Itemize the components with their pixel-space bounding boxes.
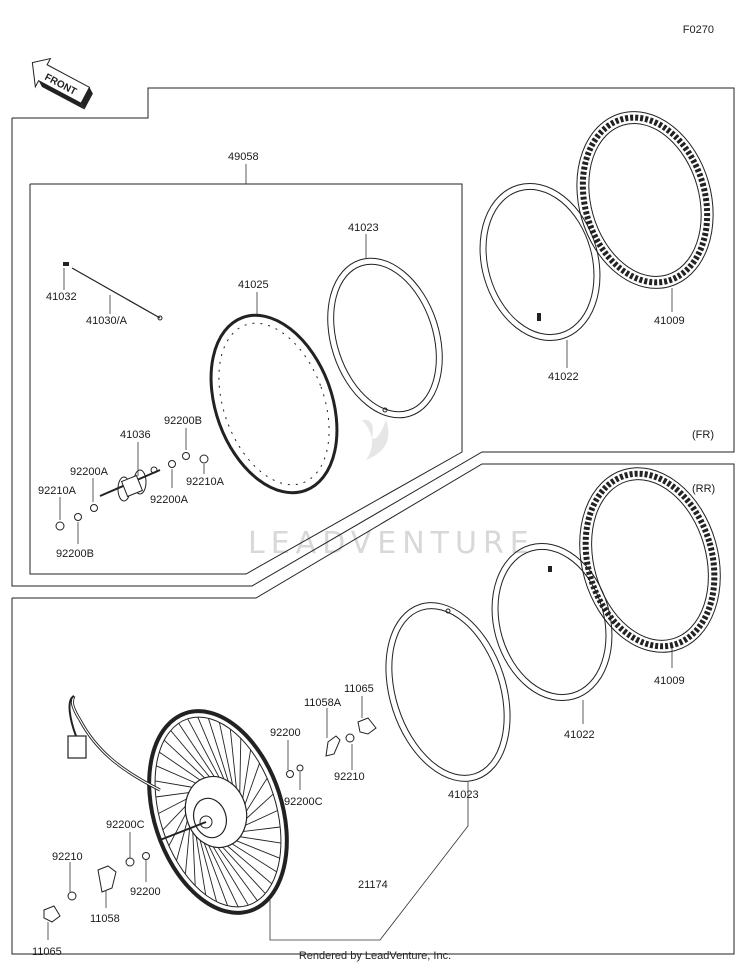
rear-section-frame (11, 463, 735, 955)
spoke-41030a (71, 267, 163, 321)
spoke (156, 765, 200, 786)
spoke (239, 738, 242, 802)
spoke (232, 838, 280, 859)
spoke (205, 839, 239, 908)
section-label-rr: (RR) (692, 483, 715, 495)
part-label-41022-fr[interactable]: 41022 (548, 371, 579, 383)
part-label-11065-top[interactable]: 11065 (344, 683, 374, 695)
front-arrow: FRONT (31, 57, 93, 110)
front-section-frame (11, 87, 735, 587)
spoke (194, 827, 207, 895)
rear-hardware (43, 717, 377, 923)
spoke (155, 791, 194, 798)
part-label-41036[interactable]: 41036 (120, 429, 151, 441)
front-rim-strip (327, 257, 443, 419)
part-label-92210a-left[interactable]: 92210A (38, 485, 77, 497)
part-label-11058[interactable]: 11058 (90, 913, 120, 925)
part-label-41025[interactable]: 41025 (238, 279, 269, 291)
spoke (201, 836, 229, 906)
spoke (197, 832, 218, 902)
spoke (207, 718, 231, 788)
spoke (238, 826, 281, 833)
spoke (229, 729, 238, 797)
part-label-41023-fr[interactable]: 41023 (348, 222, 379, 234)
part-label-41009-fr[interactable]: 41009 (654, 315, 685, 327)
rear-leaders (47, 648, 673, 941)
spoke (223, 842, 273, 885)
part-label-21174[interactable]: 21174 (358, 879, 388, 891)
part-label-92210a-right[interactable]: 92210A (186, 476, 225, 488)
part-label-92210-left[interactable]: 92210 (52, 851, 83, 863)
rear-rim-strip (385, 602, 511, 782)
part-label-49058[interactable]: 49058 (228, 151, 259, 163)
front-leaders (59, 164, 673, 544)
part-label-41023-rr[interactable]: 41023 (448, 789, 479, 801)
part-label-11058a[interactable]: 11058A (304, 697, 342, 709)
part-label-11065-bot[interactable]: 11065 (32, 946, 62, 958)
part-label-92210-top[interactable]: 92210 (334, 771, 365, 783)
part-label-92200b-top[interactable]: 92200B (164, 415, 202, 427)
section-label-fr: (FR) (692, 429, 714, 441)
watermark-text: LEADVENTURE (248, 526, 535, 561)
front-hardware (55, 452, 209, 531)
part-label-92200a-top[interactable]: 92200A (70, 466, 109, 478)
front-tire (576, 111, 714, 289)
watermark: LEADVENTURE (248, 419, 535, 561)
front-rim (209, 313, 339, 495)
nipple-41032 (63, 262, 69, 266)
spoke (163, 739, 209, 782)
spoke (219, 843, 266, 894)
spoke (240, 810, 278, 828)
part-label-92200-bot[interactable]: 92200 (130, 886, 161, 898)
spoke (228, 841, 277, 873)
spoke (159, 751, 204, 783)
rear-wheel-assembly (67, 695, 289, 915)
spoke (218, 722, 235, 792)
part-label-92200c-top[interactable]: 92200C (284, 796, 323, 808)
spoke (155, 780, 197, 789)
part-label-41030a[interactable]: 41030/A (86, 315, 128, 327)
part-label-41032[interactable]: 41032 (46, 291, 77, 303)
rear-tube (491, 542, 613, 702)
front-tube (479, 182, 601, 342)
spoke (209, 841, 249, 906)
watermark-flame-icon (362, 419, 389, 460)
footer-credit: Rendered by LeadVenture, Inc. (298, 950, 452, 962)
diagram-code: F0270 (682, 24, 714, 36)
part-label-92200a-mid[interactable]: 92200A (150, 494, 189, 506)
spoke (214, 842, 258, 901)
part-label-92200-top[interactable]: 92200 (270, 727, 301, 739)
rear-tire (579, 467, 721, 653)
spoke (170, 730, 213, 781)
part-label-92200c-left[interactable]: 92200C (106, 819, 145, 831)
spoke (197, 716, 227, 785)
part-label-41022-rr[interactable]: 41022 (564, 729, 595, 741)
spoke (235, 835, 281, 844)
part-label-41009-rr[interactable]: 41009 (654, 675, 685, 687)
part-label-92200b-bot[interactable]: 92200B (56, 548, 94, 560)
spoke (178, 723, 218, 782)
front-hub (99, 469, 161, 502)
spoke (187, 718, 223, 783)
spoke (240, 749, 252, 807)
